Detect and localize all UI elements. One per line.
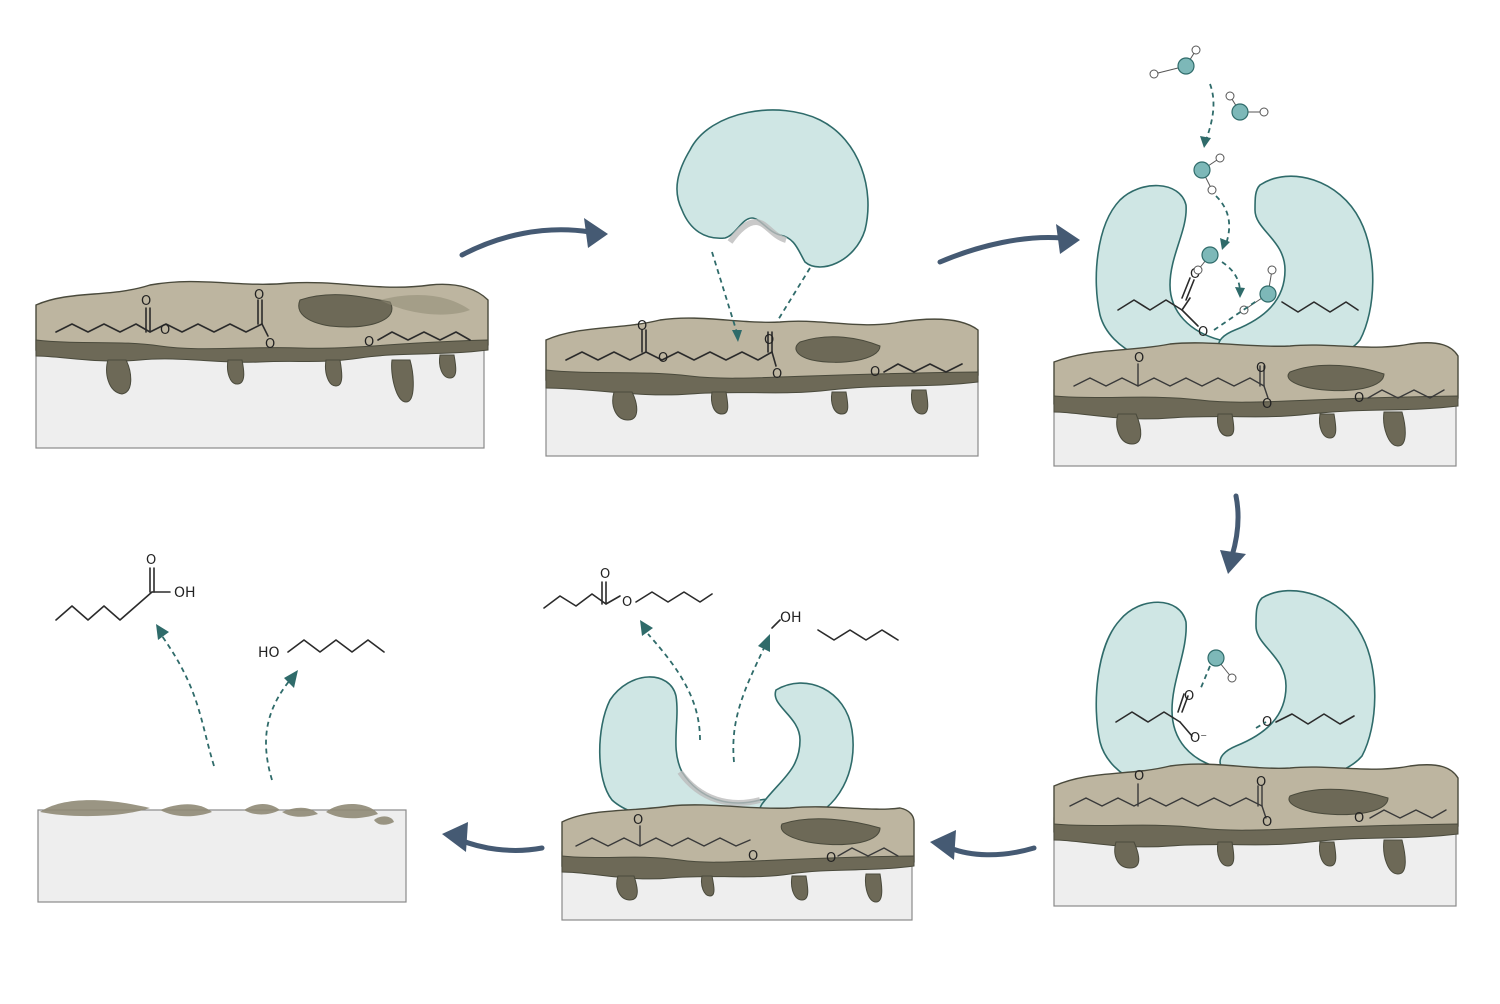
panel-enzyme-binding-water-attack: O O O O O O <box>1054 46 1458 466</box>
carbonyl-label: O <box>1184 689 1194 704</box>
ester-oxygen-label-2: O <box>772 367 782 382</box>
acid-carbonyl-label: O <box>146 553 156 568</box>
flow-arrow-5 <box>442 822 542 852</box>
ester-oxygen-label: O <box>622 595 632 610</box>
soil-carbonyl-label-2: O <box>1256 361 1266 376</box>
curved-flow-arrow <box>940 237 1062 262</box>
ester-oxygen-label: O <box>160 323 170 338</box>
water-molecule <box>1226 92 1268 120</box>
panel-enzyme-approach: O O O O O <box>546 110 978 456</box>
aldehyde-label: O <box>870 365 880 380</box>
aldehyde-label: O <box>826 851 836 866</box>
panel-clean-fabric: O OH HO <box>38 553 406 902</box>
dashed-motion-arrow <box>1206 84 1213 140</box>
alcohol-hydroxyl-label: HO <box>258 645 280 661</box>
enzyme-left-lobe <box>1096 186 1230 369</box>
soil-ester-oxygen-label: O <box>1262 397 1272 412</box>
enzyme-blob <box>677 110 868 267</box>
soil-carbonyl-label: O <box>1134 351 1144 366</box>
water-molecule <box>1194 247 1218 274</box>
panel-product-release: O O O O O OH <box>544 567 914 920</box>
enzyme-right-lobe <box>1219 176 1373 366</box>
enzyme-right-lobe <box>1220 591 1375 783</box>
aldehyde-label: O <box>1354 391 1364 406</box>
aldehyde-label: O <box>364 335 374 350</box>
carbonyl-label: O <box>637 319 647 334</box>
flow-arrow-1 <box>462 218 608 255</box>
soil-ester-oxygen-label: O <box>1262 815 1272 830</box>
soil-carbonyl-label: O <box>1134 769 1144 784</box>
fabric-block <box>38 810 406 902</box>
carbonyl-label: O <box>141 294 151 309</box>
flow-arrow-3 <box>1220 496 1246 574</box>
carbonyl-label-2: O <box>254 288 264 303</box>
flow-arrow-2 <box>940 224 1080 262</box>
water-molecule <box>1208 650 1236 682</box>
carboxylate-label: O⁻ <box>1190 731 1207 746</box>
dashed-motion-arrow <box>1200 666 1210 690</box>
panel-ester-cleavage: O O O O O O⁻ O <box>1054 591 1458 906</box>
soil-ester-oxygen-label: O <box>748 849 758 864</box>
soil-carbonyl-label-2: O <box>1256 775 1266 790</box>
dashed-motion-arrow <box>162 636 214 766</box>
carbonyl-label-2: O <box>764 333 774 348</box>
flow-arrow-4 <box>930 830 1034 860</box>
ester-oxygen-label-2: O <box>265 337 275 352</box>
curved-flow-arrow <box>1232 496 1238 556</box>
ester-oxygen-label: O <box>658 351 668 366</box>
panel-soiled-fabric: O O O O O <box>36 282 488 448</box>
enzyme-right-lobe <box>759 683 853 825</box>
curved-flow-arrow <box>460 840 542 850</box>
curved-flow-arrow <box>462 230 590 255</box>
released-alcohol-label: OH <box>780 610 802 626</box>
ester-carbonyl-label: O <box>600 567 610 582</box>
acid-hydroxyl-label: OH <box>174 585 196 601</box>
soil-carbonyl-label: O <box>633 813 643 828</box>
aldehyde-label: O <box>1354 811 1364 826</box>
water-molecule <box>1194 154 1224 194</box>
ester-oxygen-label: O <box>1198 325 1208 340</box>
water-molecule <box>1150 46 1200 78</box>
curved-flow-arrow <box>950 848 1034 855</box>
